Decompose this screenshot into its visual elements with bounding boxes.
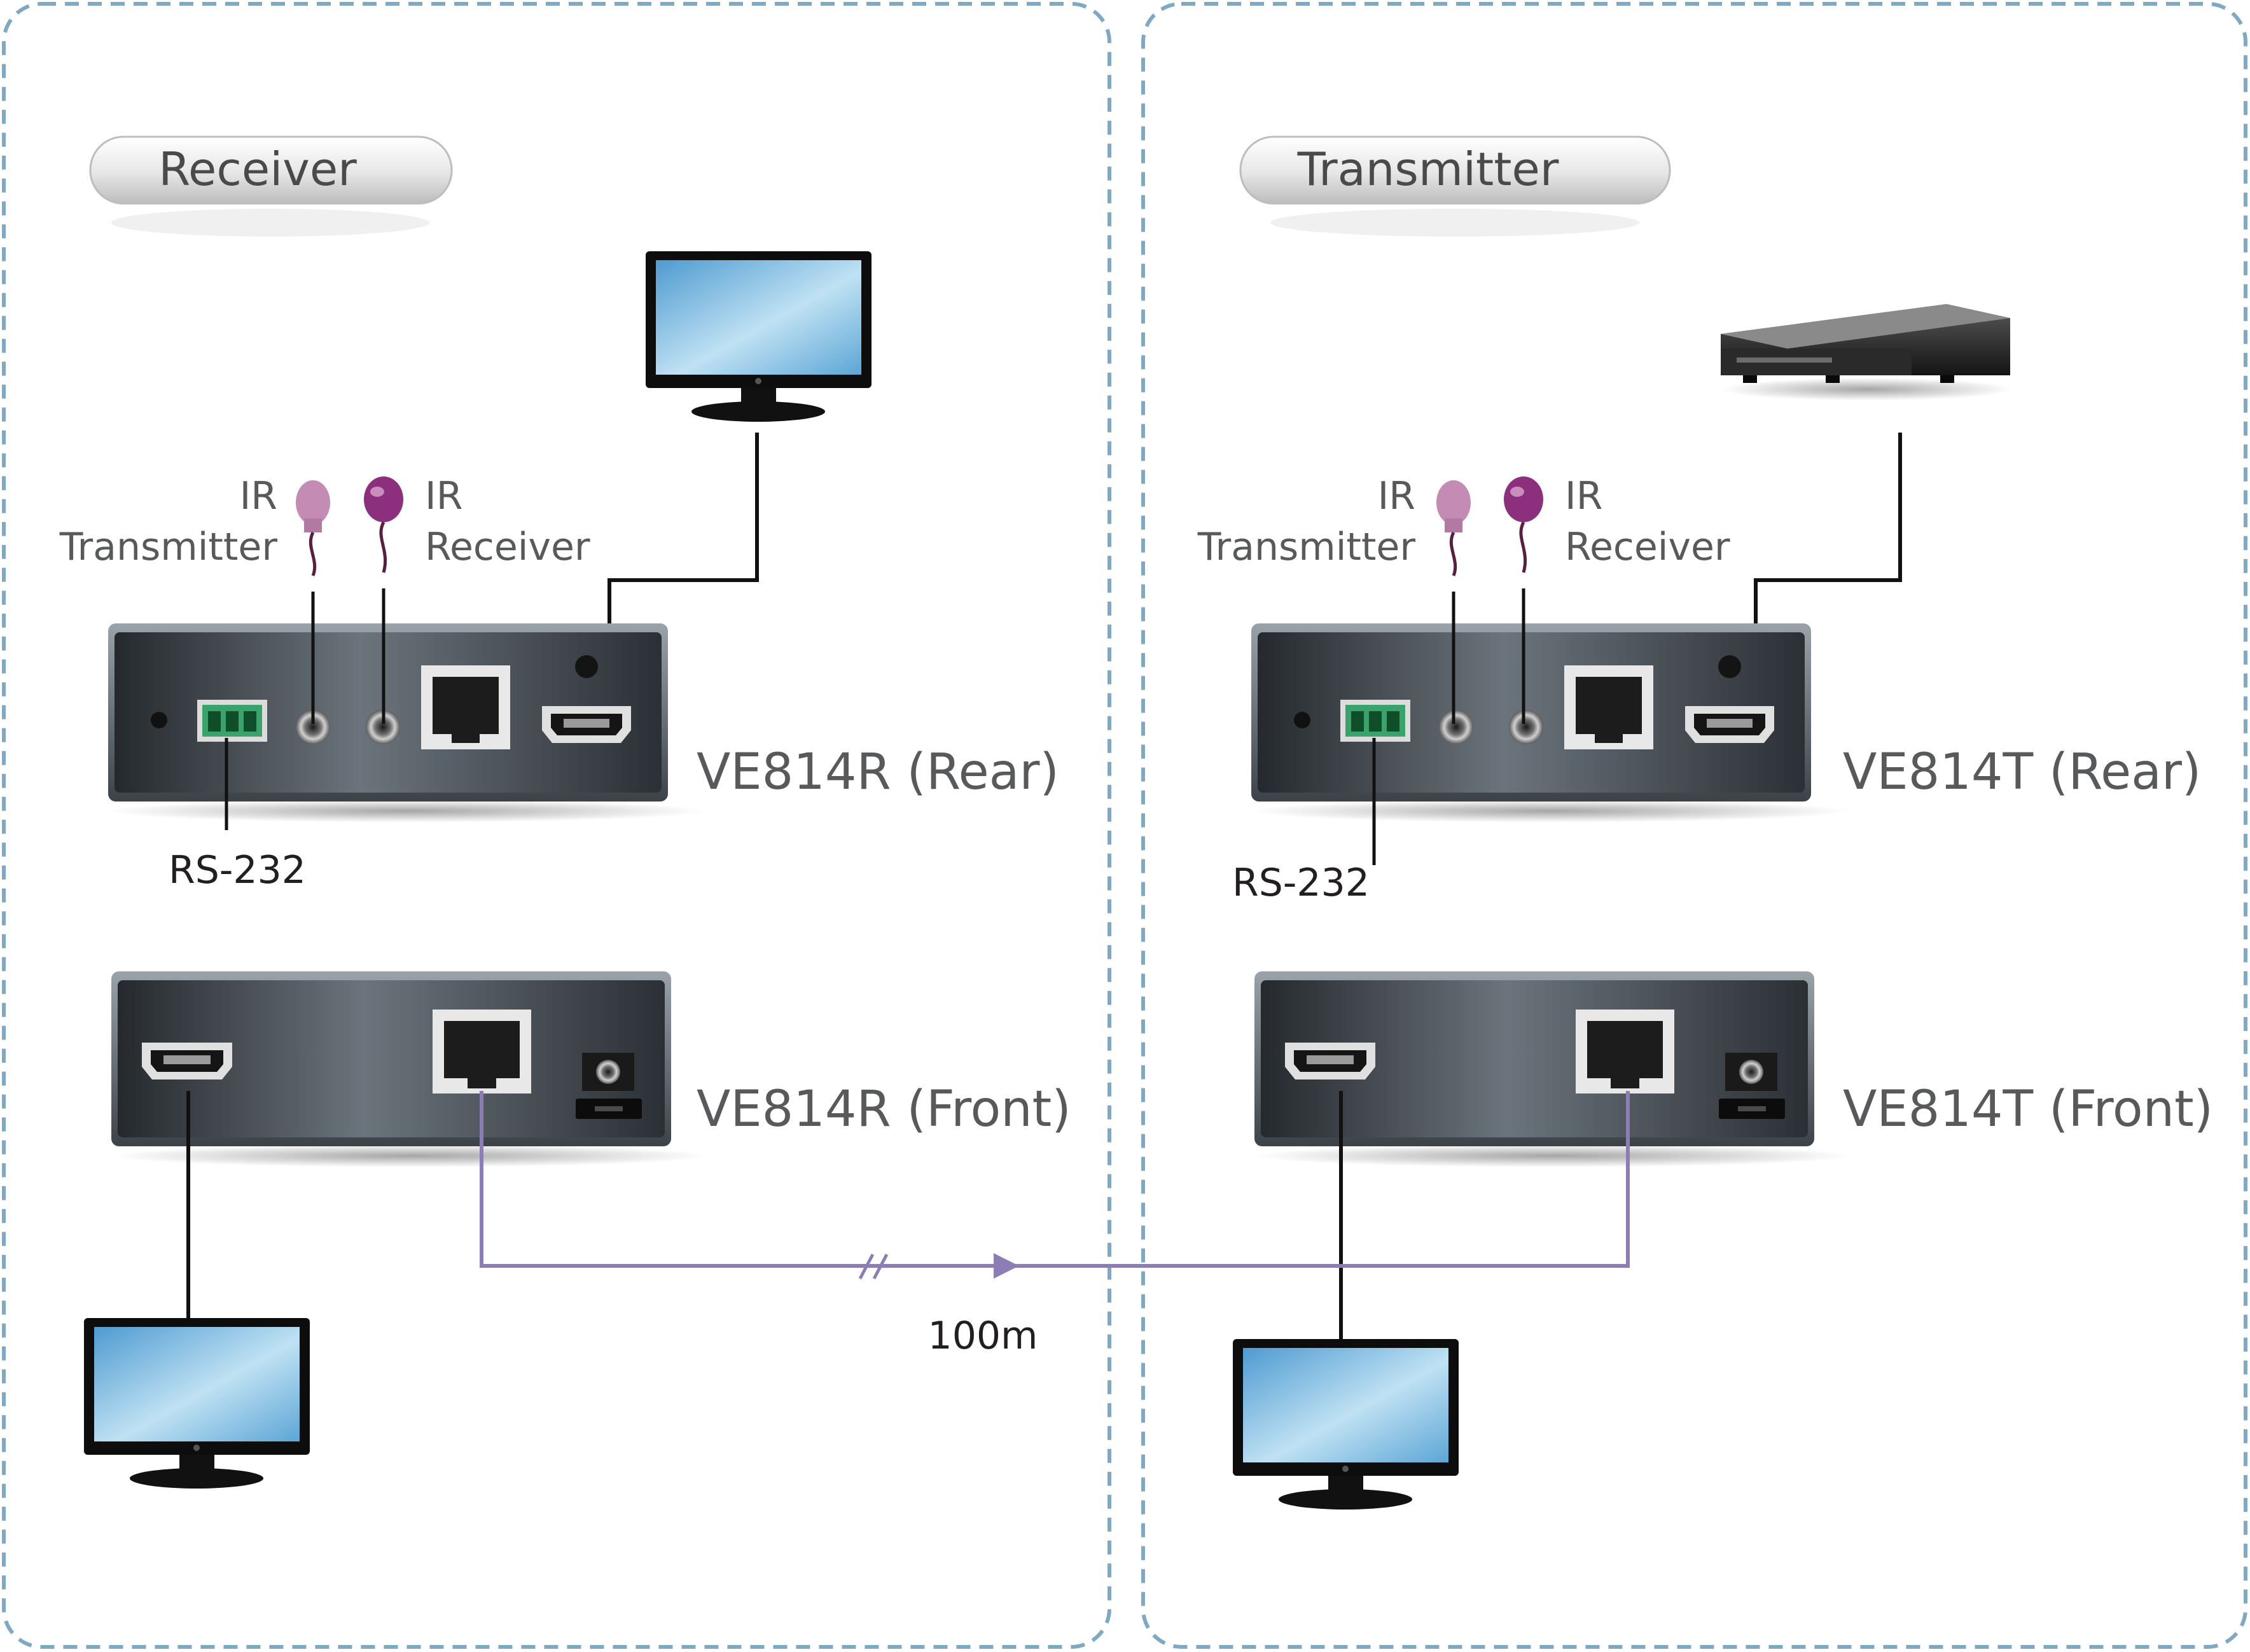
cable-direction-arrow-icon (994, 1253, 1019, 1279)
transmitter-rs232-label: RS-232 (1232, 861, 1370, 905)
transmitter-ir-receiver-label-1: IR (1565, 474, 1602, 518)
receiver-section-badge: Receiver (89, 135, 453, 237)
receiver-ir-receiver-label-1: IR (425, 474, 462, 518)
receiver-ir-transmitter-icon (296, 480, 330, 724)
receiver-front-tv-icon (84, 1318, 310, 1489)
receiver-rear-device (108, 623, 706, 823)
receiver-ir-receiver-label-2: Receiver (425, 525, 590, 569)
transmitter-front-device (1254, 971, 1852, 1167)
transmitter-ir-transmitter-label-1: IR (1378, 474, 1415, 518)
transmitter-ir-transmitter-label-2: Transmitter (1197, 525, 1416, 569)
receiver-rs232-label: RS-232 (169, 848, 306, 892)
cable-distance-label: 100m (928, 1314, 1038, 1358)
receiver-ir-receiver-icon (364, 476, 403, 724)
receiver-panel (2, 2, 1111, 1649)
receiver-ir-transmitter-label-1: IR (240, 474, 277, 518)
transmitter-front-tv-icon (1233, 1339, 1459, 1510)
receiver-front-label: VE814R (Front) (697, 1081, 1071, 1138)
cable-break-icon (858, 1253, 889, 1280)
source-player-icon (1721, 304, 2013, 401)
receiver-rear-tv-icon (646, 251, 872, 422)
transmitter-section-badge: Transmitter (1239, 135, 1671, 237)
transmitter-rear-device (1251, 623, 1849, 823)
receiver-ir-transmitter-label-2: Transmitter (59, 525, 278, 569)
transmitter-ir-transmitter-icon (1436, 480, 1471, 724)
transmitter-panel (1141, 2, 2247, 1649)
receiver-front-device (111, 971, 709, 1167)
receiver-rear-label: VE814R (Rear) (697, 744, 1059, 801)
transmitter-rear-label: VE814T (Rear) (1843, 744, 2201, 801)
transmitter-ir-receiver-label-2: Receiver (1565, 525, 1730, 569)
receiver-section-title: Receiver (158, 142, 357, 196)
transmitter-front-label: VE814T (Front) (1843, 1081, 2213, 1138)
transmitter-ir-receiver-icon (1504, 476, 1543, 724)
cat-cable-link (480, 1091, 1630, 1268)
transmitter-section-title: Transmitter (1297, 142, 1559, 196)
